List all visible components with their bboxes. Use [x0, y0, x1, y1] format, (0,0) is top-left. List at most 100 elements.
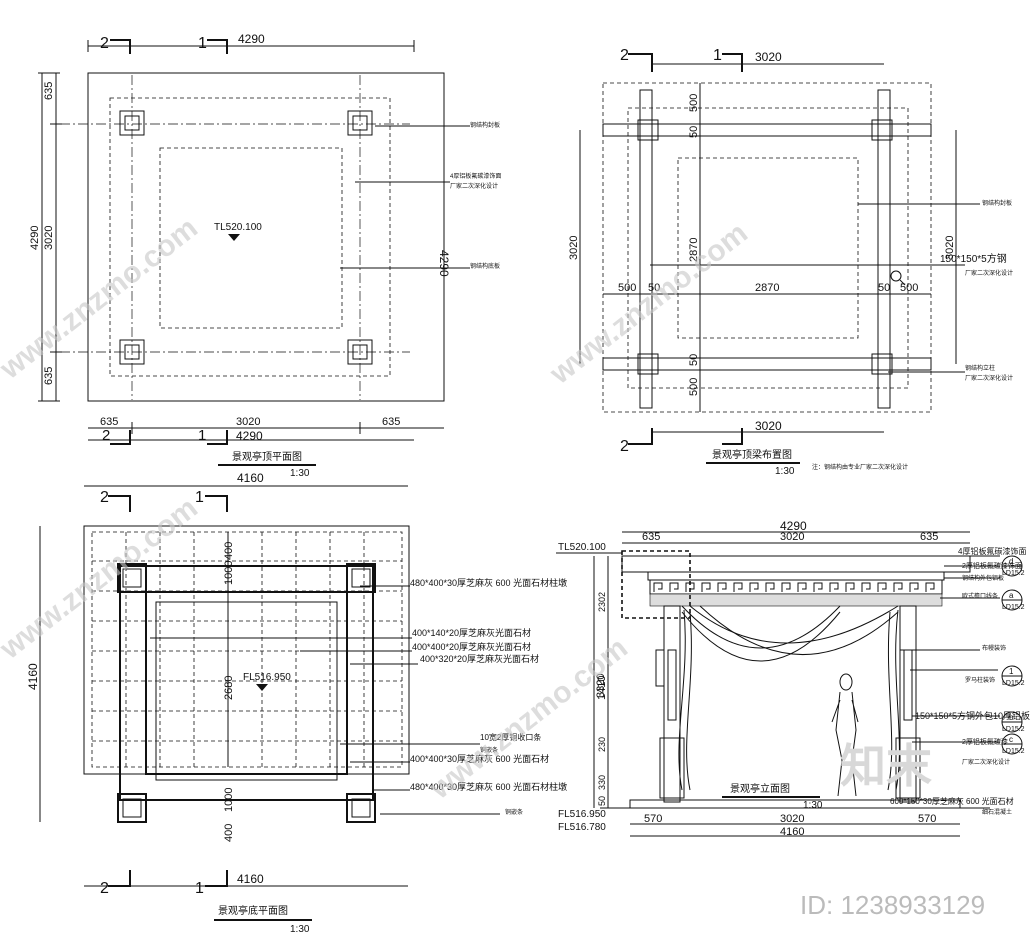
elev-dim-l5: 330: [597, 775, 607, 790]
elev-dim-top-1: 635: [642, 531, 660, 543]
floor-plan: 4160 2 1: [26, 471, 567, 935]
elev-fl2: FL516.780: [558, 822, 606, 833]
structure-plan: 2 1 3020 500 50 2870 50 500 500 50 2870 …: [568, 47, 1013, 477]
struct-axis-2: 2: [620, 47, 629, 64]
elev-label-9: 厂家二次深化设计: [962, 758, 1010, 766]
elev-label-6: 罗马柱装饰: [965, 676, 995, 684]
elevation-drawing-label: 景观亭立面图: [730, 782, 790, 795]
struct-axis-1: 1: [713, 47, 722, 64]
floor-label-6: 铜嵌条: [480, 746, 498, 754]
struct-note-4: 厂家二次深化设计: [965, 374, 1013, 382]
roof-dim-left-2: 3020: [43, 226, 55, 250]
roof-elevation-mark: TL520.100: [214, 222, 262, 233]
floor-label-9: 铜嵌条: [505, 808, 523, 816]
elev-dim-l4: 230: [597, 737, 607, 752]
struct-dim-vb-2: 500: [688, 378, 700, 396]
svg-text:LD15.2: LD15.2: [1002, 604, 1025, 611]
roof-dim-left-3: 635: [43, 367, 55, 385]
roof-plan: 2 1 4290 TL520.100 钢结构封板 4厚铝板氟碳漆饰面: [29, 32, 501, 479]
human-figure-icon: [831, 673, 859, 797]
roof-dim-bottom-3: 635: [382, 416, 400, 428]
elev-dim-l6: 50: [597, 796, 607, 806]
svg-text:a: a: [1009, 591, 1014, 600]
svg-text:b: b: [1009, 713, 1014, 722]
floor-label-8: 480*400*30厚芝麻灰 600 光面石材柱墩: [410, 781, 567, 792]
elev-dim-b2: 3020: [780, 813, 804, 825]
elev-label-4: 欧式檐口线条: [962, 592, 998, 600]
floor-dim-v2: 1000: [223, 561, 235, 585]
elev-label-2: 2厚铝板氟碳漆饰面: [962, 561, 1022, 570]
floor-axis-1-b: 1: [195, 880, 204, 897]
svg-text:LD15.2: LD15.2: [1002, 570, 1025, 577]
elev-label-1: 4厚铝板氟碳漆饰面: [958, 546, 1026, 556]
roof-dim-bottom-2: 3020: [236, 416, 260, 428]
struct-note-3: 钢结构立柱: [965, 364, 995, 372]
struct-dim-vmid: 2870: [688, 238, 700, 262]
floor-label-7: 400*400*30厚芝麻灰 600 光面石材: [410, 753, 549, 764]
axis-1-bottom: 1: [198, 427, 206, 444]
roof-note-4: 钢结构底板: [470, 262, 500, 270]
elev-label-8: 2厚铝板氟碳漆: [962, 737, 1008, 746]
svg-text:1: 1: [1009, 667, 1014, 676]
roof-dim-bottom-1: 635: [100, 416, 118, 428]
axis-1-top: 1: [198, 35, 207, 52]
svg-text:LD15.2: LD15.2: [1002, 726, 1025, 733]
cornice-pattern: [653, 582, 935, 592]
struct-title: 景观亭顶梁布置图: [712, 448, 792, 461]
struct-dim-mid-3: 2870: [755, 282, 779, 294]
floor-axis-2: 2: [100, 489, 109, 506]
elev-label-7: 150*150*5方钢外包10厚铝板: [915, 710, 1030, 721]
struct-axis-2-b: 2: [620, 438, 629, 455]
struct-scale: 1:30: [775, 466, 795, 477]
struct-dim-left: 3020: [568, 236, 580, 260]
struct-beam-label: 150*150*5方钢: [940, 252, 1007, 265]
struct-dim-vt-2: 50: [688, 126, 700, 138]
floor-dim-top: 4160: [237, 471, 264, 485]
elev-dim-l1: 3320: [595, 674, 607, 698]
magnifier-icon: [890, 270, 902, 282]
struct-dim-bottom: 3020: [755, 419, 782, 433]
roof-dim-right: 4290: [437, 250, 451, 277]
floor-axis-1: 1: [195, 489, 204, 506]
floor-label-5: 10宽2厚铜收口条: [480, 732, 541, 742]
elev-dim-l2: 2302: [597, 592, 607, 612]
svg-text:c: c: [1009, 735, 1013, 744]
elev-dim-top-total: 4290: [780, 519, 807, 533]
struct-dim-mid-4: 50: [878, 282, 890, 294]
elev-dim-l3: 1410: [596, 676, 608, 700]
roof-dim-left-1: 635: [43, 82, 55, 100]
elev-label-3: 钢结构外包铝板: [962, 574, 1004, 582]
floor-scale: 1:30: [290, 924, 310, 935]
roof-note-1: 钢结构封板: [470, 121, 500, 129]
elev-fl1: FL516.950: [558, 809, 606, 820]
elev-dim-b-total: 4160: [780, 826, 804, 838]
elev-dim-b3: 570: [918, 813, 936, 825]
roof-plan-scale: 1:30: [290, 468, 310, 479]
column-icon: [637, 119, 893, 375]
struct-dim-vb-1: 50: [688, 354, 700, 366]
floor-dim-v3: 2680: [223, 676, 235, 700]
struct-note-2: 厂家二次深化设计: [965, 269, 1013, 277]
watermark-text-3: www.znzmo.com: [0, 491, 204, 666]
struct-dim-mid-5: 500: [900, 282, 918, 294]
watermark-logo: 知末: [840, 740, 932, 792]
elev-label-5: 布幔装饰: [982, 644, 1006, 652]
struct-note-1: 钢结构封板: [982, 199, 1012, 207]
elev-dim-top-3: 635: [920, 531, 938, 543]
column-icon: [119, 110, 373, 365]
struct-dim-mid-1: 500: [618, 282, 636, 294]
floor-dim-bottom: 4160: [237, 872, 264, 886]
floor-axis-2-b: 2: [100, 880, 109, 897]
floor-label-4: 400*320*20厚芝麻灰光面石材: [420, 653, 539, 664]
roof-plan-title: 景观亭顶平面图: [232, 450, 302, 463]
drape-curtain: [678, 605, 900, 791]
svg-text:LD15.2: LD15.2: [1002, 680, 1025, 687]
roof-dim-bottom-total: 4290: [236, 429, 263, 443]
elev-dim-b1: 570: [644, 813, 662, 825]
floor-label-1: 480*400*30厚芝麻灰 600 光面石材柱墩: [410, 577, 567, 588]
roof-note-2: 4厚铝板氟碳漆饰面: [450, 172, 501, 180]
struct-dim-vt-1: 500: [688, 94, 700, 112]
svg-text:d: d: [1009, 557, 1013, 566]
column-icon: [117, 563, 376, 823]
